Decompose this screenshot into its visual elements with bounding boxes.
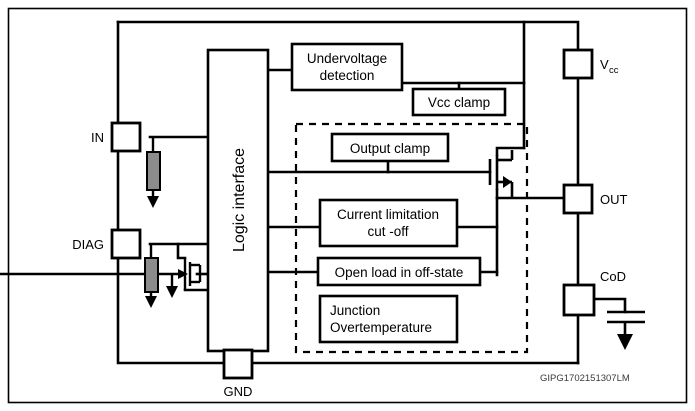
figure-id-code: GIPG1702151307LM	[540, 373, 630, 384]
logic-interface-block[interactable]: Logic interface	[206, 48, 270, 353]
pin-pad-vcc[interactable]: V cc	[562, 48, 619, 80]
pin-pad-out[interactable]: OUT	[562, 183, 628, 215]
in-pulldown-resistor	[146, 137, 161, 208]
open-load-block[interactable]: Open load in off-state	[316, 256, 482, 287]
vcc-clamp-label: Vcc clamp	[428, 95, 490, 110]
wire-cod-to-cap	[592, 297, 627, 314]
logic-interface-label: Logic interface	[231, 148, 248, 252]
junction-overtemperature-label-line2: Overtemperature	[330, 320, 432, 335]
open-load-label: Open load in off-state	[335, 265, 464, 280]
pin-label-out: OUT	[600, 192, 628, 207]
power-mosfet-symbol	[488, 150, 514, 198]
pin-pad-gnd[interactable]: GND	[222, 348, 254, 399]
current-limitation-label-line2: cut -off	[367, 224, 408, 239]
current-limitation-label-line1: Current limitation	[337, 207, 439, 222]
pin-pad-diag[interactable]: DIAG	[72, 228, 142, 260]
undervoltage-detection-block[interactable]: Undervoltage detection	[290, 42, 404, 92]
wire-vcc-drain	[495, 146, 526, 157]
undervoltage-detection-label-line1: Undervoltage	[307, 51, 387, 66]
pin-pad-in[interactable]: IN	[91, 121, 142, 153]
pin-label-diag: DIAG	[72, 237, 104, 252]
junction-overtemperature-label-line1: Junction	[330, 303, 380, 318]
undervoltage-detection-label-line2: detection	[320, 68, 375, 83]
pin-label-vcc-subscript: cc	[609, 65, 619, 76]
diag-diode-arrow	[166, 274, 178, 298]
current-limitation-block[interactable]: Current limitation cut -off	[318, 198, 459, 248]
pin-label-gnd: GND	[224, 384, 253, 399]
output-clamp-label: Output clamp	[350, 141, 430, 156]
dashed-protection-region	[294, 122, 529, 354]
cod-capacitor-symbol	[607, 310, 645, 350]
pin-label-in: IN	[91, 130, 104, 145]
diag-pulldown-resistor	[144, 244, 159, 308]
pin-pad-cod[interactable]: CoD	[562, 269, 626, 317]
pin-label-cod: CoD	[600, 269, 626, 284]
pin-label-vcc: V	[600, 57, 609, 72]
wire-diag-mosfet-drain	[176, 242, 187, 260]
junction-overtemperature-block[interactable]: Junction Overtemperature	[318, 294, 459, 344]
output-clamp-block[interactable]: Output clamp	[330, 132, 450, 163]
vcc-clamp-block[interactable]: Vcc clamp	[411, 87, 507, 117]
